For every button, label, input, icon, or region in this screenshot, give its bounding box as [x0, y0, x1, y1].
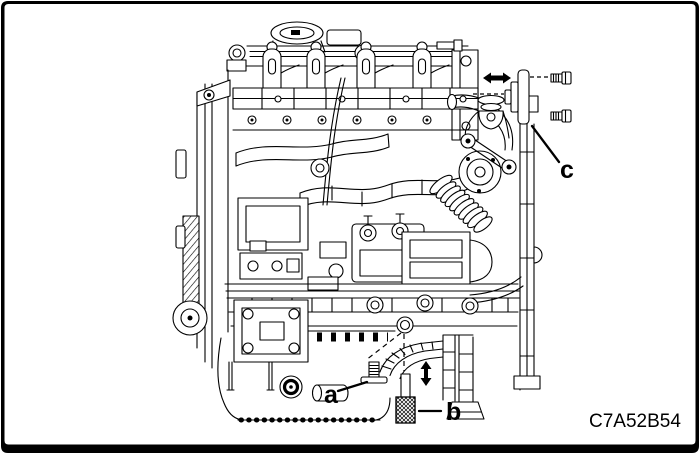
horizontal-double-arrow-icon: [483, 72, 511, 84]
cover-plate-c: [504, 69, 530, 125]
alignment-dashed-lines: [473, 76, 550, 95]
guide-dashed-lines: [365, 332, 405, 371]
callout-label-a: a: [324, 381, 339, 409]
callout-c-leader: [530, 124, 561, 164]
callout-a-group: a: [324, 361, 388, 409]
figure-code: C7A52B54: [589, 411, 681, 432]
callout-label-b: b: [446, 398, 461, 426]
bolt-icon: [550, 71, 572, 85]
bolt-icon: [550, 109, 572, 123]
callout-b-group: b: [395, 361, 461, 426]
callout-c-group: c: [473, 69, 574, 184]
callout-label-c: c: [560, 156, 574, 184]
installer-tool-b: [395, 373, 416, 424]
callout-a-leader: [336, 380, 369, 393]
engine-line-art: [172, 21, 543, 423]
vertical-double-arrow-icon: [420, 361, 432, 386]
